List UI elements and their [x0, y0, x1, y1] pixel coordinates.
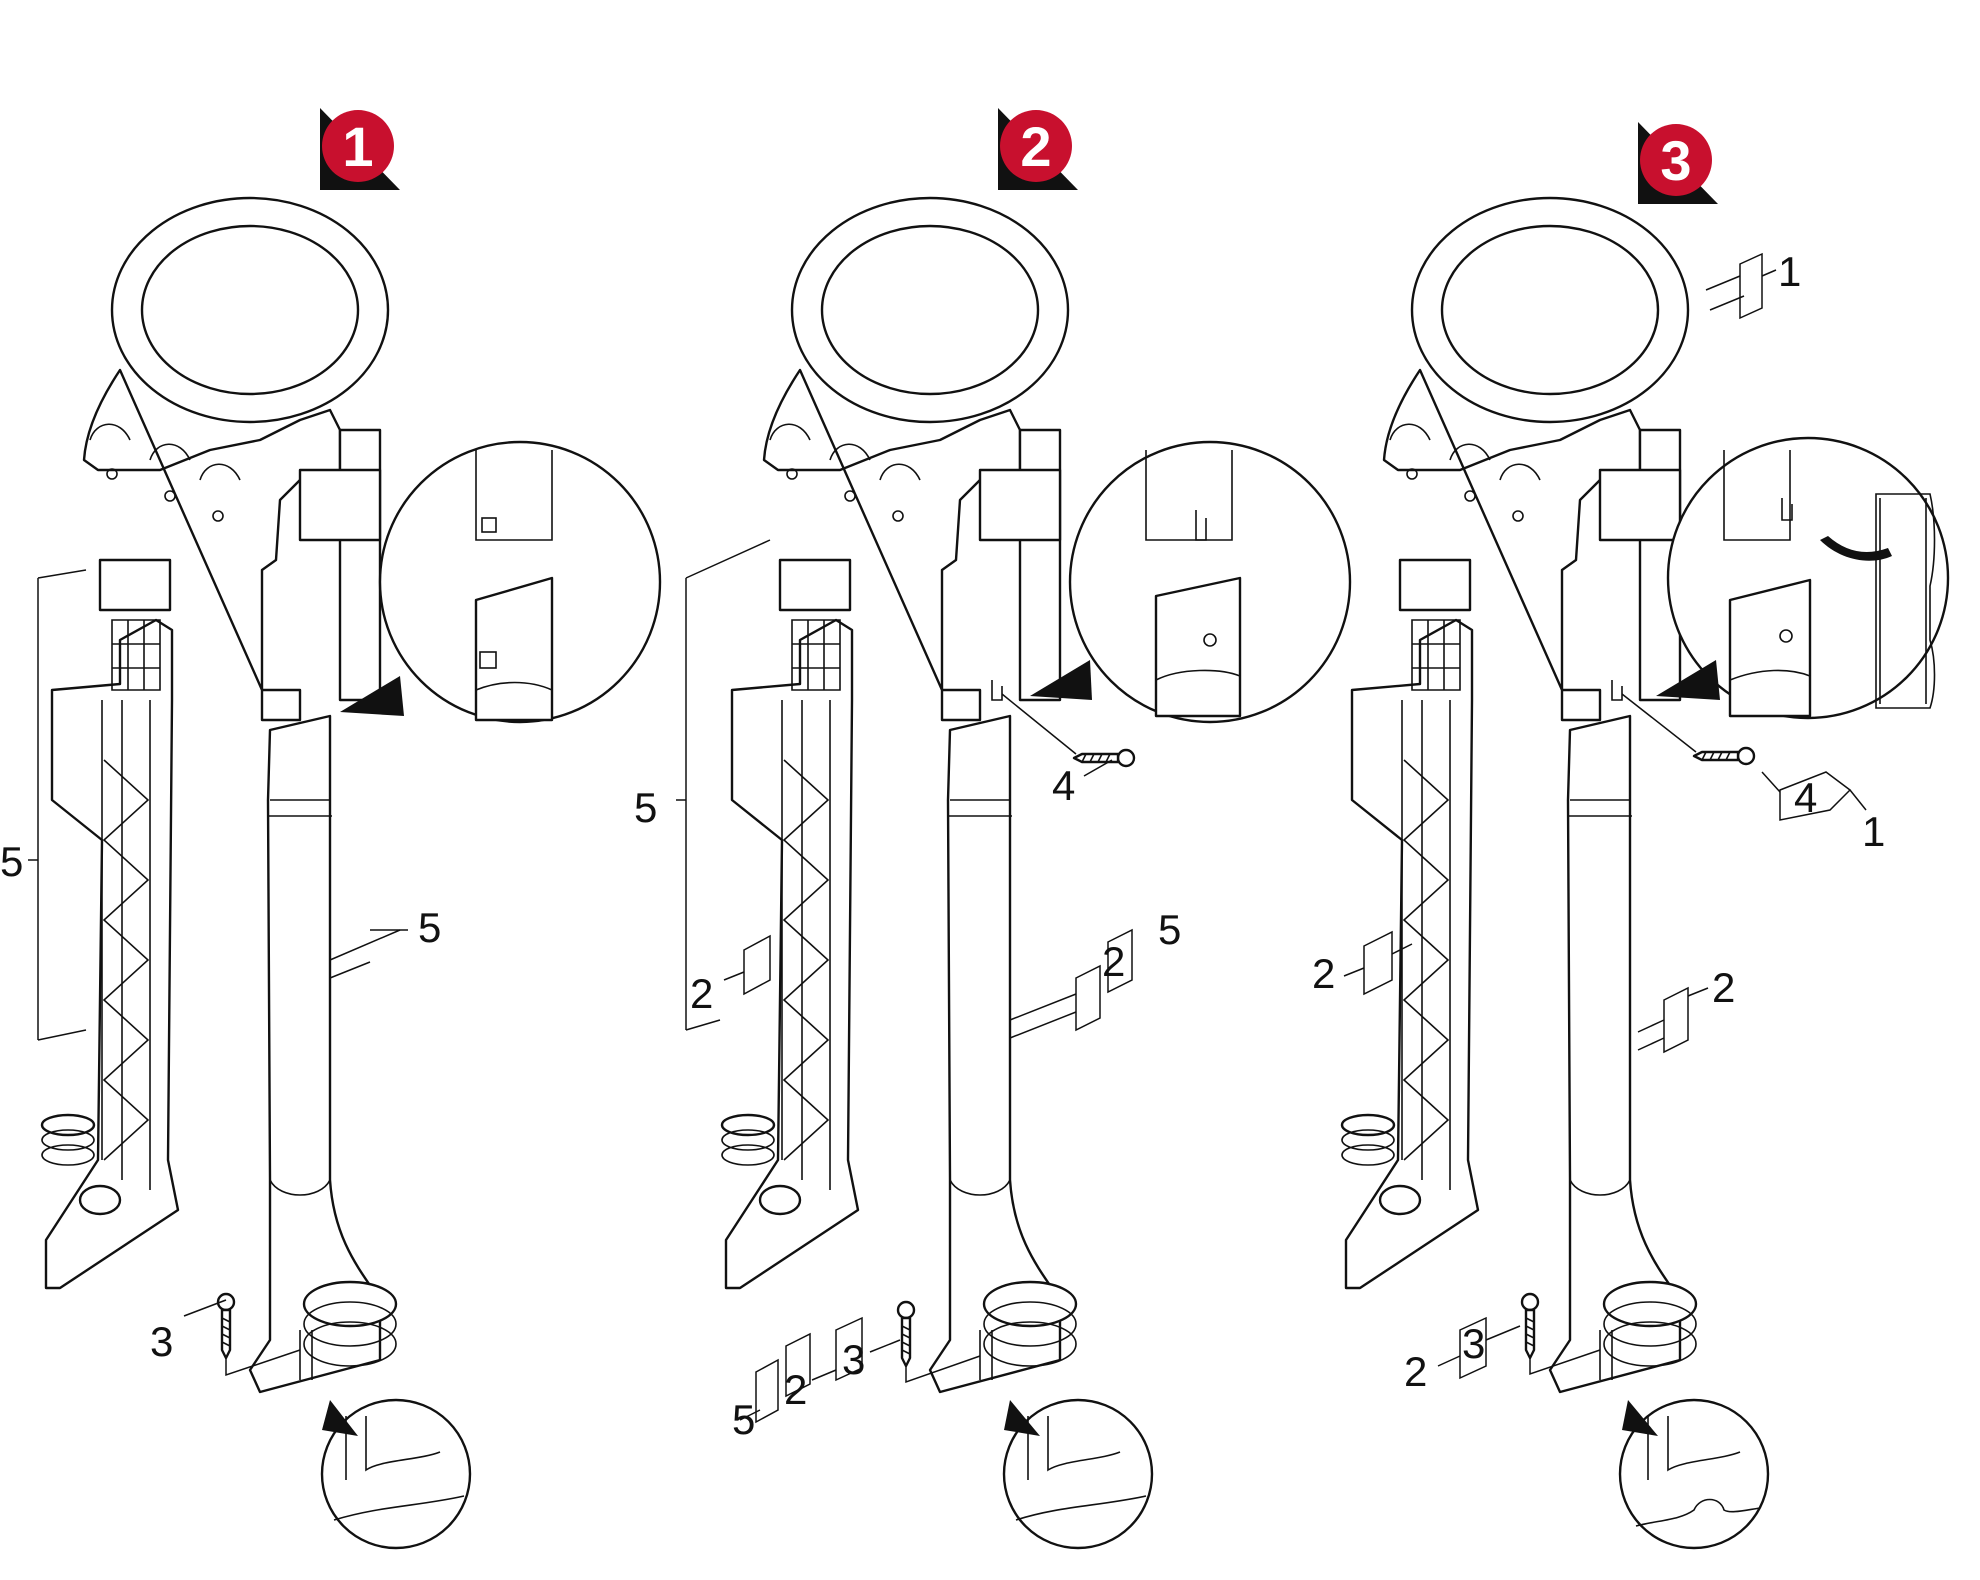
step-3-detail-top [1656, 436, 1950, 720]
step-2-screw-bottom [896, 1300, 916, 1368]
step-3-callout-holder: 2 [1312, 950, 1335, 997]
step-1-number: 1 [342, 115, 373, 178]
step-2-screw-top [1072, 748, 1136, 768]
step-1-screw-bottom [216, 1292, 236, 1360]
step-1-group: 1 5 5 3 [0, 108, 662, 1550]
step-3-number: 3 [1660, 129, 1691, 192]
step-1-assembly-drawing [40, 196, 398, 1394]
step-2-assembly-drawing [720, 196, 1078, 1394]
step-1-detail-bottom [320, 1398, 472, 1550]
step-2-group: 2 5 [634, 108, 1352, 1550]
step-3-screw-bottom [1520, 1292, 1540, 1360]
step-2-detail-top [1030, 440, 1352, 724]
step-2-callout-holder: 2 [690, 970, 713, 1017]
step-2-callout-bracket-left: 5 [634, 784, 657, 831]
step-1-badge: 1 [320, 108, 400, 190]
step-2-callout-screw-bottom-a: 5 [732, 1396, 755, 1443]
step-1-callout-tube: 5 [418, 904, 441, 951]
step-2-badge: 2 [998, 108, 1078, 190]
step-1-callout-screw-bottom: 3 [150, 1318, 173, 1365]
step-3-callout-tube: 2 [1712, 964, 1735, 1011]
step-2-callout-screw-top: 4 [1052, 762, 1075, 809]
step-3-screw-top [1692, 746, 1756, 766]
step-2-number: 2 [1020, 115, 1051, 178]
step-2-callout-screw-bottom-b: 2 [784, 1366, 807, 1413]
step-3-detail-bottom [1618, 1398, 1770, 1550]
step-3-assembly-drawing [1340, 196, 1698, 1394]
step-3-callout-screw-bottom-a: 2 [1404, 1348, 1427, 1395]
step-3-group: 3 [1312, 122, 1950, 1550]
step-1-detail-top [340, 440, 662, 724]
step-2-detail-bottom [1002, 1398, 1154, 1550]
step-3-callout-screw-top-b: 1 [1862, 808, 1885, 855]
step-2-callout-tube-b: 5 [1158, 906, 1181, 953]
step-3-callout-screw-bottom-b: 3 [1462, 1320, 1485, 1367]
step-3-callout-screw-top-a: 4 [1794, 774, 1817, 821]
step-3-callout-handle: 1 [1778, 248, 1801, 295]
step-2-callout-tube-a: 2 [1102, 938, 1125, 985]
step-2-callout-screw-bottom-c: 3 [842, 1336, 865, 1383]
step-3-badge: 3 [1638, 122, 1718, 204]
step-1-callout-bracket-left: 5 [0, 838, 23, 885]
